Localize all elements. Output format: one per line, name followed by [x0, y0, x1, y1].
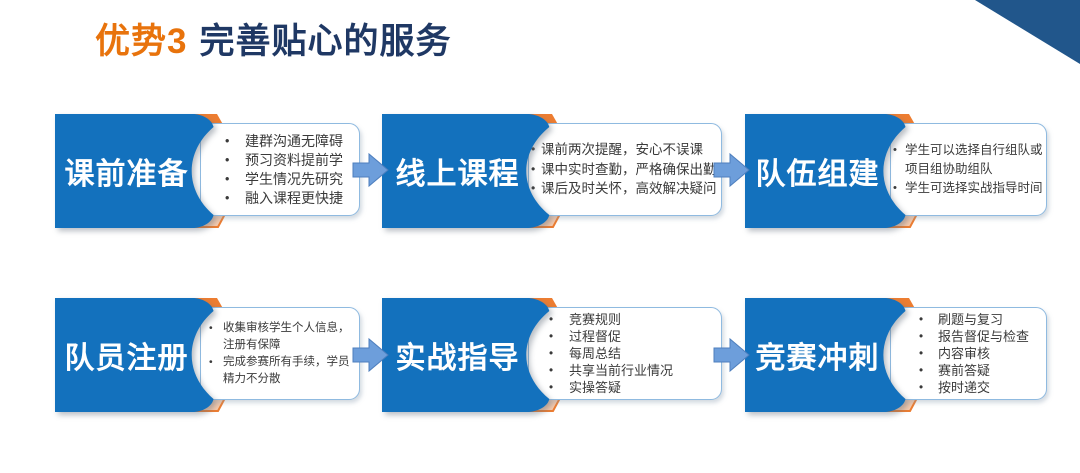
bullet-box: 建群沟通无障碍预习资料提前学学生情况先研究融入课程更快捷 [200, 123, 360, 216]
banner-shape [55, 298, 214, 412]
service-step-online-course: 课前两次提醒，安心不误课课中实时查勤，严格确保出勤课后及时关怀，高效解决疑问 线… [382, 114, 722, 228]
bullet-item: 完成参赛所有手续，学员精力不分散 [201, 354, 359, 388]
bullet-item: 竞赛规则 [529, 311, 721, 328]
bullet-list: 学生可以选择自行组队或项目组协助组队学生可选择实战指导时间 [891, 141, 1046, 198]
step-label: 实战指导 [395, 342, 520, 375]
bullet-list: 建群沟通无障碍预习资料提前学学生情况先研究融入课程更快捷 [201, 132, 359, 208]
step-label: 课前准备 [64, 158, 189, 191]
bullet-item: 课前两次提醒，安心不误课 [529, 140, 721, 160]
service-step-member-registration: 收集审核学生个人信息，注册有保障完成参赛所有手续，学员精力不分散 队员注册 [55, 298, 360, 412]
flow-arrow-icon [352, 337, 389, 373]
bullet-item: 学生情况先研究 [201, 170, 359, 189]
bullet-list: 刷题与复习报告督促与检查内容审核赛前答疑按时递交 [891, 311, 1046, 396]
bullet-list: 竞赛规则过程督促每周总结共享当前行业情况实操答疑 [529, 311, 721, 396]
step-label: 队员注册 [64, 342, 189, 375]
bullet-item: 按时递交 [891, 379, 1046, 396]
bullet-item: 报告督促与检查 [891, 328, 1046, 345]
flow-arrow-icon [713, 337, 750, 373]
bullet-box: 刷题与复习报告督促与检查内容审核赛前答疑按时递交 [890, 307, 1047, 400]
bullet-box: 竞赛规则过程督促每周总结共享当前行业情况实操答疑 [528, 307, 722, 400]
service-step-practical-guidance: 竞赛规则过程督促每周总结共享当前行业情况实操答疑 实战指导 [382, 298, 722, 412]
bullet-item: 课中实时查勤，严格确保出勤 [529, 160, 721, 180]
banner-shape [382, 298, 550, 412]
step-label: 队伍组建 [755, 158, 880, 191]
title-text: 完善贴心的服务 [199, 22, 452, 61]
bullet-box: 课前两次提醒，安心不误课课中实时查勤，严格确保出勤课后及时关怀，高效解决疑问 [528, 123, 722, 216]
service-step-pre-class-prep: 建群沟通无障碍预习资料提前学学生情况先研究融入课程更快捷 课前准备 [55, 114, 360, 228]
bullet-item: 预习资料提前学 [201, 151, 359, 170]
bullet-item: 融入课程更快捷 [201, 189, 359, 208]
bullet-item: 过程督促 [529, 328, 721, 345]
bullet-item: 共享当前行业情况 [529, 362, 721, 379]
slide-title: 优势3 完善贴心的服务 [95, 13, 451, 64]
corner-triangle-decoration [975, 0, 1080, 64]
step-label: 线上课程 [395, 158, 520, 191]
bullet-item: 学生可选择实战指导时间 [891, 179, 1046, 198]
flow-arrow-icon [352, 152, 389, 188]
bullet-item: 课后及时关怀，高效解决疑问 [529, 179, 721, 199]
bullet-item: 实操答疑 [529, 379, 721, 396]
flow-arrow-icon [713, 152, 750, 188]
bullet-item: 内容审核 [891, 345, 1046, 362]
service-step-competition-sprint: 刷题与复习报告督促与检查内容审核赛前答疑按时递交 竞赛冲刺 [745, 298, 1047, 412]
banner-shape [745, 114, 906, 228]
bullet-item: 赛前答疑 [891, 362, 1046, 379]
title-badge: 优势3 [95, 22, 188, 61]
service-step-team-building: 学生可以选择自行组队或项目组协助组队学生可选择实战指导时间 队伍组建 [745, 114, 1047, 228]
bullet-box: 学生可以选择自行组队或项目组协助组队学生可选择实战指导时间 [890, 123, 1047, 216]
bullet-item: 学生可以选择自行组队或项目组协助组队 [891, 141, 1046, 179]
bullet-item: 收集审核学生个人信息，注册有保障 [201, 320, 359, 354]
banner-shape [745, 298, 906, 412]
banner-shape [382, 114, 550, 228]
bullet-box: 收集审核学生个人信息，注册有保障完成参赛所有手续，学员精力不分散 [200, 307, 360, 400]
bullet-list: 课前两次提醒，安心不误课课中实时查勤，严格确保出勤课后及时关怀，高效解决疑问 [529, 140, 721, 199]
bullet-list: 收集审核学生个人信息，注册有保障完成参赛所有手续，学员精力不分散 [201, 320, 359, 388]
step-label: 竞赛冲刺 [755, 342, 880, 375]
bullet-item: 刷题与复习 [891, 311, 1046, 328]
bullet-item: 建群沟通无障碍 [201, 132, 359, 151]
bullet-item: 每周总结 [529, 345, 721, 362]
banner-shape [55, 114, 214, 228]
